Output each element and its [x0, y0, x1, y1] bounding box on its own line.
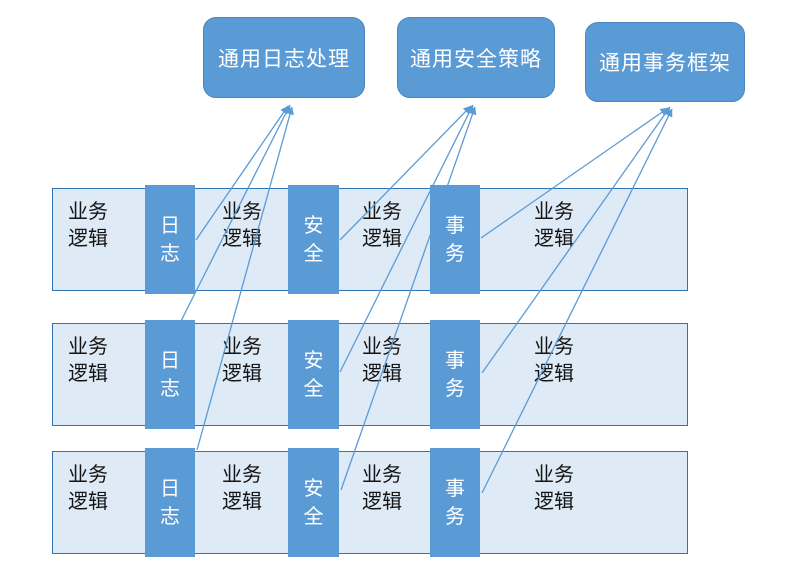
aspect-box-log: 通用日志处理	[203, 17, 365, 98]
transaction-segment-row3: 事 务	[430, 448, 480, 557]
log-segment-label-line1: 日	[160, 349, 180, 372]
business-logic-label-line1: 业务	[222, 464, 262, 486]
log-segment-label-line2: 志	[160, 377, 180, 400]
business-logic-cell: 业务 逻辑	[509, 462, 599, 516]
transaction-segment-row2: 事 务	[430, 320, 480, 429]
business-logic-label-line1: 业务	[362, 201, 402, 223]
business-logic-label-line2: 逻辑	[534, 491, 574, 513]
transaction-segment-label-line1: 事	[445, 477, 465, 500]
transaction-segment-label-line2: 务	[445, 505, 465, 528]
security-segment-row2: 安 全	[288, 320, 339, 429]
business-logic-label-line1: 业务	[222, 336, 262, 358]
business-logic-label-line1: 业务	[362, 464, 402, 486]
business-logic-label-line2: 逻辑	[534, 363, 574, 385]
business-logic-label-line2: 逻辑	[362, 491, 402, 513]
log-segment-label-line1: 日	[160, 477, 180, 500]
business-logic-label-line1: 业务	[534, 201, 574, 223]
business-logic-label-line1: 业务	[534, 464, 574, 486]
aspect-box-log-label: 通用日志处理	[218, 47, 350, 71]
business-logic-label-line2: 逻辑	[68, 491, 108, 513]
business-logic-cell: 业务 逻辑	[43, 334, 133, 388]
business-logic-label-line1: 业务	[222, 201, 262, 223]
business-logic-label-line2: 逻辑	[362, 228, 402, 250]
security-segment-label-line1: 安	[303, 214, 324, 237]
aspect-box-security-label: 通用安全策略	[410, 47, 542, 71]
security-segment-row1: 安 全	[288, 185, 339, 294]
business-logic-label-line2: 逻辑	[68, 363, 108, 385]
arrow-transaction-row3	[481, 108, 673, 494]
aspect-box-security: 通用安全策略	[397, 17, 555, 98]
aspect-box-transaction-label: 通用事务框架	[599, 52, 731, 75]
business-logic-cell: 业务 逻辑	[509, 334, 599, 388]
business-logic-label-line2: 逻辑	[534, 228, 574, 250]
business-logic-label-line2: 逻辑	[222, 491, 262, 513]
transaction-segment-label-line1: 事	[445, 214, 465, 237]
business-logic-cell: 业务 逻辑	[43, 199, 133, 253]
business-logic-label-line1: 业务	[68, 464, 108, 486]
log-segment-row3: 日 志	[145, 448, 195, 557]
business-logic-label-line1: 业务	[362, 336, 402, 358]
security-segment-label-line2: 全	[303, 505, 324, 528]
business-logic-cell: 业务 逻辑	[197, 462, 287, 516]
business-logic-cell: 业务 逻辑	[337, 199, 427, 253]
transaction-segment-label-line1: 事	[445, 349, 465, 372]
log-segment-label-line2: 志	[160, 505, 180, 528]
security-segment-label-line1: 安	[303, 349, 324, 372]
business-logic-label-line2: 逻辑	[222, 363, 262, 385]
business-logic-label-line1: 业务	[68, 336, 108, 358]
business-logic-cell: 业务 逻辑	[43, 462, 133, 516]
business-logic-label-line2: 逻辑	[222, 228, 262, 250]
business-logic-cell: 业务 逻辑	[337, 462, 427, 516]
log-segment-row2: 日 志	[145, 320, 195, 429]
security-segment-label-line1: 安	[303, 477, 324, 500]
aspect-box-transaction: 通用事务框架	[585, 22, 745, 102]
transaction-segment-label-line2: 务	[445, 377, 465, 400]
arrow-security-row3	[340, 106, 477, 491]
transaction-segment-label-line2: 务	[445, 242, 465, 265]
business-logic-cell: 业务 逻辑	[337, 334, 427, 388]
business-logic-label-line1: 业务	[534, 336, 574, 358]
business-logic-label-line2: 逻辑	[362, 363, 402, 385]
security-segment-label-line2: 全	[303, 242, 324, 265]
business-logic-cell: 业务 逻辑	[509, 199, 599, 253]
log-segment-label-line2: 志	[160, 242, 180, 265]
business-logic-cell: 业务 逻辑	[197, 199, 287, 253]
security-segment-row3: 安 全	[288, 448, 339, 557]
transaction-segment-row1: 事 务	[430, 185, 480, 294]
log-segment-row1: 日 志	[145, 185, 195, 294]
business-logic-label-line1: 业务	[68, 201, 108, 223]
security-segment-label-line2: 全	[303, 377, 324, 400]
log-segment-label-line1: 日	[160, 214, 180, 237]
business-logic-cell: 业务 逻辑	[197, 334, 287, 388]
business-logic-label-line2: 逻辑	[68, 228, 108, 250]
